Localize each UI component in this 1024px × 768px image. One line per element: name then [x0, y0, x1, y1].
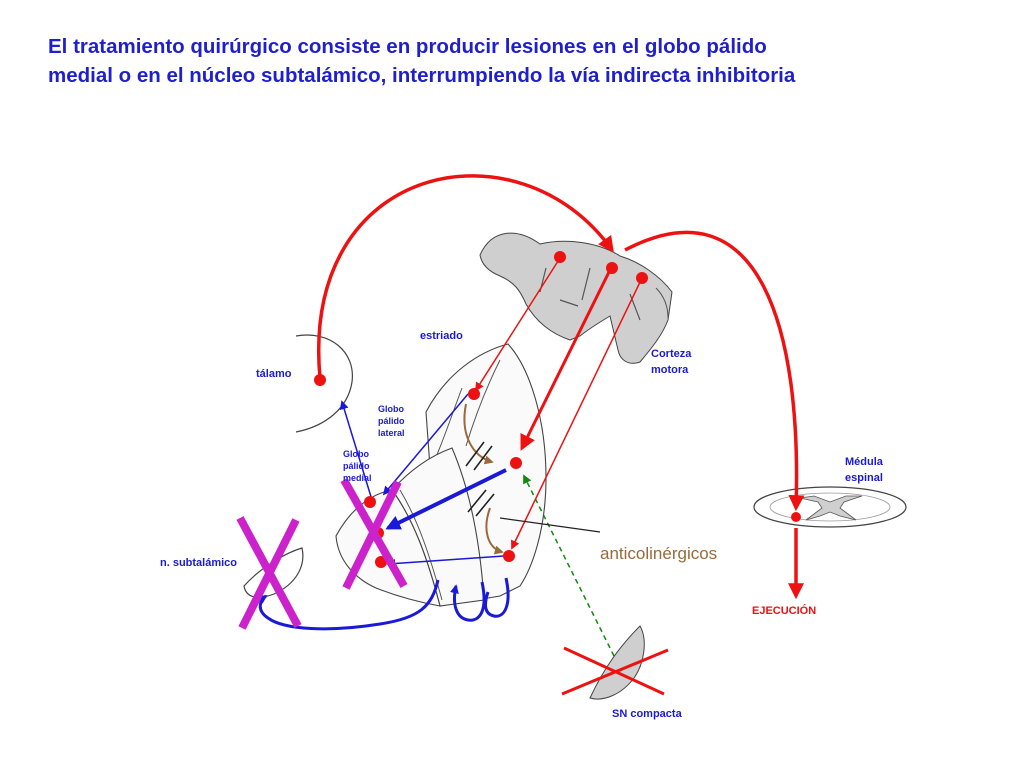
- gpm-to-thalamus-arrow: [339, 400, 373, 501]
- cortex-to-spinal-arrow: [624, 230, 805, 512]
- striatum-loop-arrow: [484, 577, 510, 618]
- gp-inner-line: [399, 489, 443, 601]
- label-espinal: espinal: [845, 472, 883, 484]
- lesion-x-sn-compacta: [561, 646, 669, 696]
- cortex-to-striatum-arrow-2: [520, 269, 612, 451]
- lesion-x-gp-medial: [340, 478, 408, 590]
- lesion-x-subthalamic: [236, 516, 302, 630]
- label-gpm-2: pálido: [343, 461, 370, 471]
- label-motora: motora: [651, 364, 689, 376]
- striatum-to-gpm-lower-arrow: [386, 555, 505, 568]
- title-line-2: medial o en el núcleo subtalámico, inter…: [48, 64, 796, 87]
- label-estriado: estriado: [420, 330, 463, 342]
- label-ejecucion: EJECUCIÓN: [752, 604, 816, 617]
- cortex-to-striatum-arrow-3: [511, 277, 643, 550]
- label-talamo: tálamo: [256, 368, 292, 380]
- cortex-sulcus-edge: [655, 287, 669, 319]
- label-sn-compacta: SN compacta: [612, 708, 683, 720]
- cholinergic-arrow-upper: [463, 403, 494, 465]
- label-subtalamico: n. subtalámico: [160, 557, 237, 569]
- cholinergic-arrow-lower: [485, 507, 504, 555]
- spinal-cord: [753, 486, 907, 528]
- cortex-to-striatum-arrow-1: [475, 257, 561, 392]
- label-gpl-1: Globo: [378, 404, 404, 414]
- label-anticolinergicos: anticolinérgicos: [600, 544, 717, 563]
- indirect-loop-stn-arrow: [257, 579, 440, 631]
- striatum-to-gpm-arrow: [382, 393, 469, 496]
- label-gpm-3: medial: [343, 473, 372, 483]
- striatum-to-gpm-bold-arrow: [385, 468, 507, 530]
- thalamus-to-cortex-arrow: [316, 174, 614, 379]
- title-line-1: El tratamiento quirúrgico consiste en pr…: [48, 35, 767, 58]
- motor-cortex: [479, 232, 673, 364]
- dopamine-arrow: [523, 474, 615, 657]
- label-gpl-2: pálido: [378, 416, 405, 426]
- slide-title: El tratamiento quirúrgico consiste en pr…: [48, 32, 1008, 90]
- gpl-loop-arrow: [450, 581, 486, 622]
- sn-compacta: [589, 625, 645, 700]
- cortex-sulci: [539, 267, 641, 321]
- label-gpl-3: lateral: [378, 428, 405, 438]
- synapse-bars: [465, 441, 495, 517]
- label-gpm-1: Globo: [343, 449, 369, 459]
- anticholinergic-pointer: [499, 517, 601, 533]
- label-corteza: Corteza: [651, 348, 692, 360]
- label-medula: Médula: [845, 456, 884, 468]
